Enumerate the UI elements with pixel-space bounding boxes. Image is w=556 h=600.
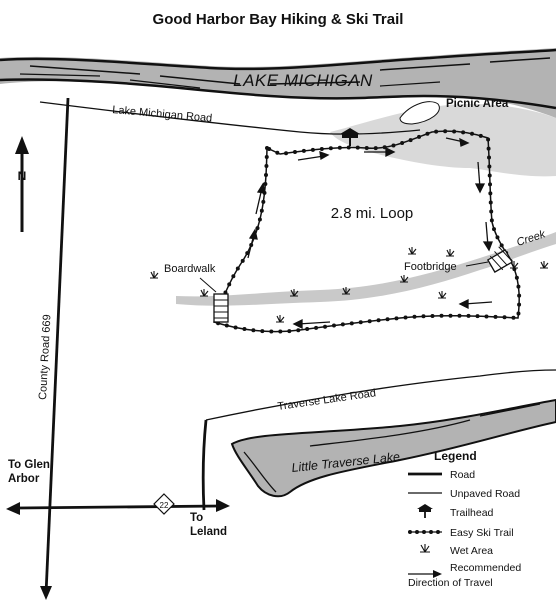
legend-ski-trail-label: Easy Ski Trail (450, 527, 514, 539)
direction-arrow (255, 182, 266, 215)
picnic-area-label: Picnic Area (446, 98, 509, 110)
lake-michigan-road-label: Lake Michigan Road (112, 104, 213, 125)
shore-area (330, 101, 556, 177)
direction-arrow (292, 318, 331, 330)
wet-area-icon (200, 289, 209, 297)
direction-arrow (364, 146, 396, 158)
traverse-lake-road-label: Traverse Lake Road (277, 387, 377, 413)
boardwalk (213, 293, 229, 323)
boardwalk-leader (199, 277, 217, 293)
legend-wet-area-label: Wet Area (450, 545, 493, 557)
footbridge (486, 246, 514, 273)
route-shield (153, 493, 175, 515)
direction-arrow (458, 298, 493, 310)
loop-distance-label: 2.8 mi. Loop (331, 205, 414, 222)
direction-arrow (297, 151, 330, 161)
map-title: Good Harbor Bay Hiking & Ski Trail (153, 11, 404, 28)
legend: Legend Road Unpaved Road Trailhead Easy … (408, 449, 521, 589)
county-road-label: County Road 669 (37, 314, 53, 400)
wet-area-icon (276, 315, 285, 323)
wet-area-icon (150, 271, 159, 279)
county-road-669 (44, 97, 70, 595)
direction-arrow (247, 228, 258, 259)
to-leland-line1: To (190, 512, 203, 524)
direction-arrow (482, 221, 493, 252)
route-shield-label: 22 (160, 501, 169, 510)
north-arrow (15, 136, 29, 232)
footbridge-label: Footbridge (404, 261, 457, 273)
traverse-lake-road (205, 369, 556, 421)
to-glen-arbor-line1: To Glen (8, 459, 50, 471)
legend-road-label: Road (450, 469, 475, 481)
legend-unpaved-label: Unpaved Road (450, 488, 520, 500)
lake-michigan-label: LAKE MICHIGAN (233, 71, 373, 90)
trailhead-icon (340, 128, 360, 146)
m22-road (6, 499, 230, 515)
county-road-arrow (40, 586, 52, 600)
direction-arrow (445, 137, 470, 147)
wet-area-icon (342, 287, 351, 295)
boardwalk-label: Boardwalk (164, 263, 216, 275)
wet-area-icon (420, 544, 430, 553)
footbridge-leader (465, 261, 489, 267)
trailhead-icon (417, 504, 433, 518)
legend-trailhead-label: Trailhead (450, 507, 494, 519)
direction-arrow (474, 161, 486, 194)
wet-area-icon (540, 261, 549, 269)
legend-title: Legend (434, 449, 477, 463)
wet-area-icon (400, 275, 409, 283)
direction-arrow (408, 570, 442, 578)
to-leland-line2: Leland (190, 526, 227, 538)
wet-area-icon (438, 291, 447, 299)
legend-direction-label-2: Direction of Travel (408, 577, 493, 589)
wet-area-icon (290, 289, 299, 297)
lake-michigan (0, 48, 556, 118)
to-glen-arbor-line2: Arbor (8, 473, 40, 485)
direction-arrows (247, 137, 493, 330)
wet-area-icon (446, 249, 455, 257)
lake-michigan-road (39, 101, 421, 135)
little-traverse-lake (230, 398, 556, 498)
wet-area-icon (408, 247, 417, 255)
legend-direction-label-1: Recommended (450, 562, 521, 574)
connector-road (201, 419, 208, 511)
north-label: N (18, 169, 27, 183)
